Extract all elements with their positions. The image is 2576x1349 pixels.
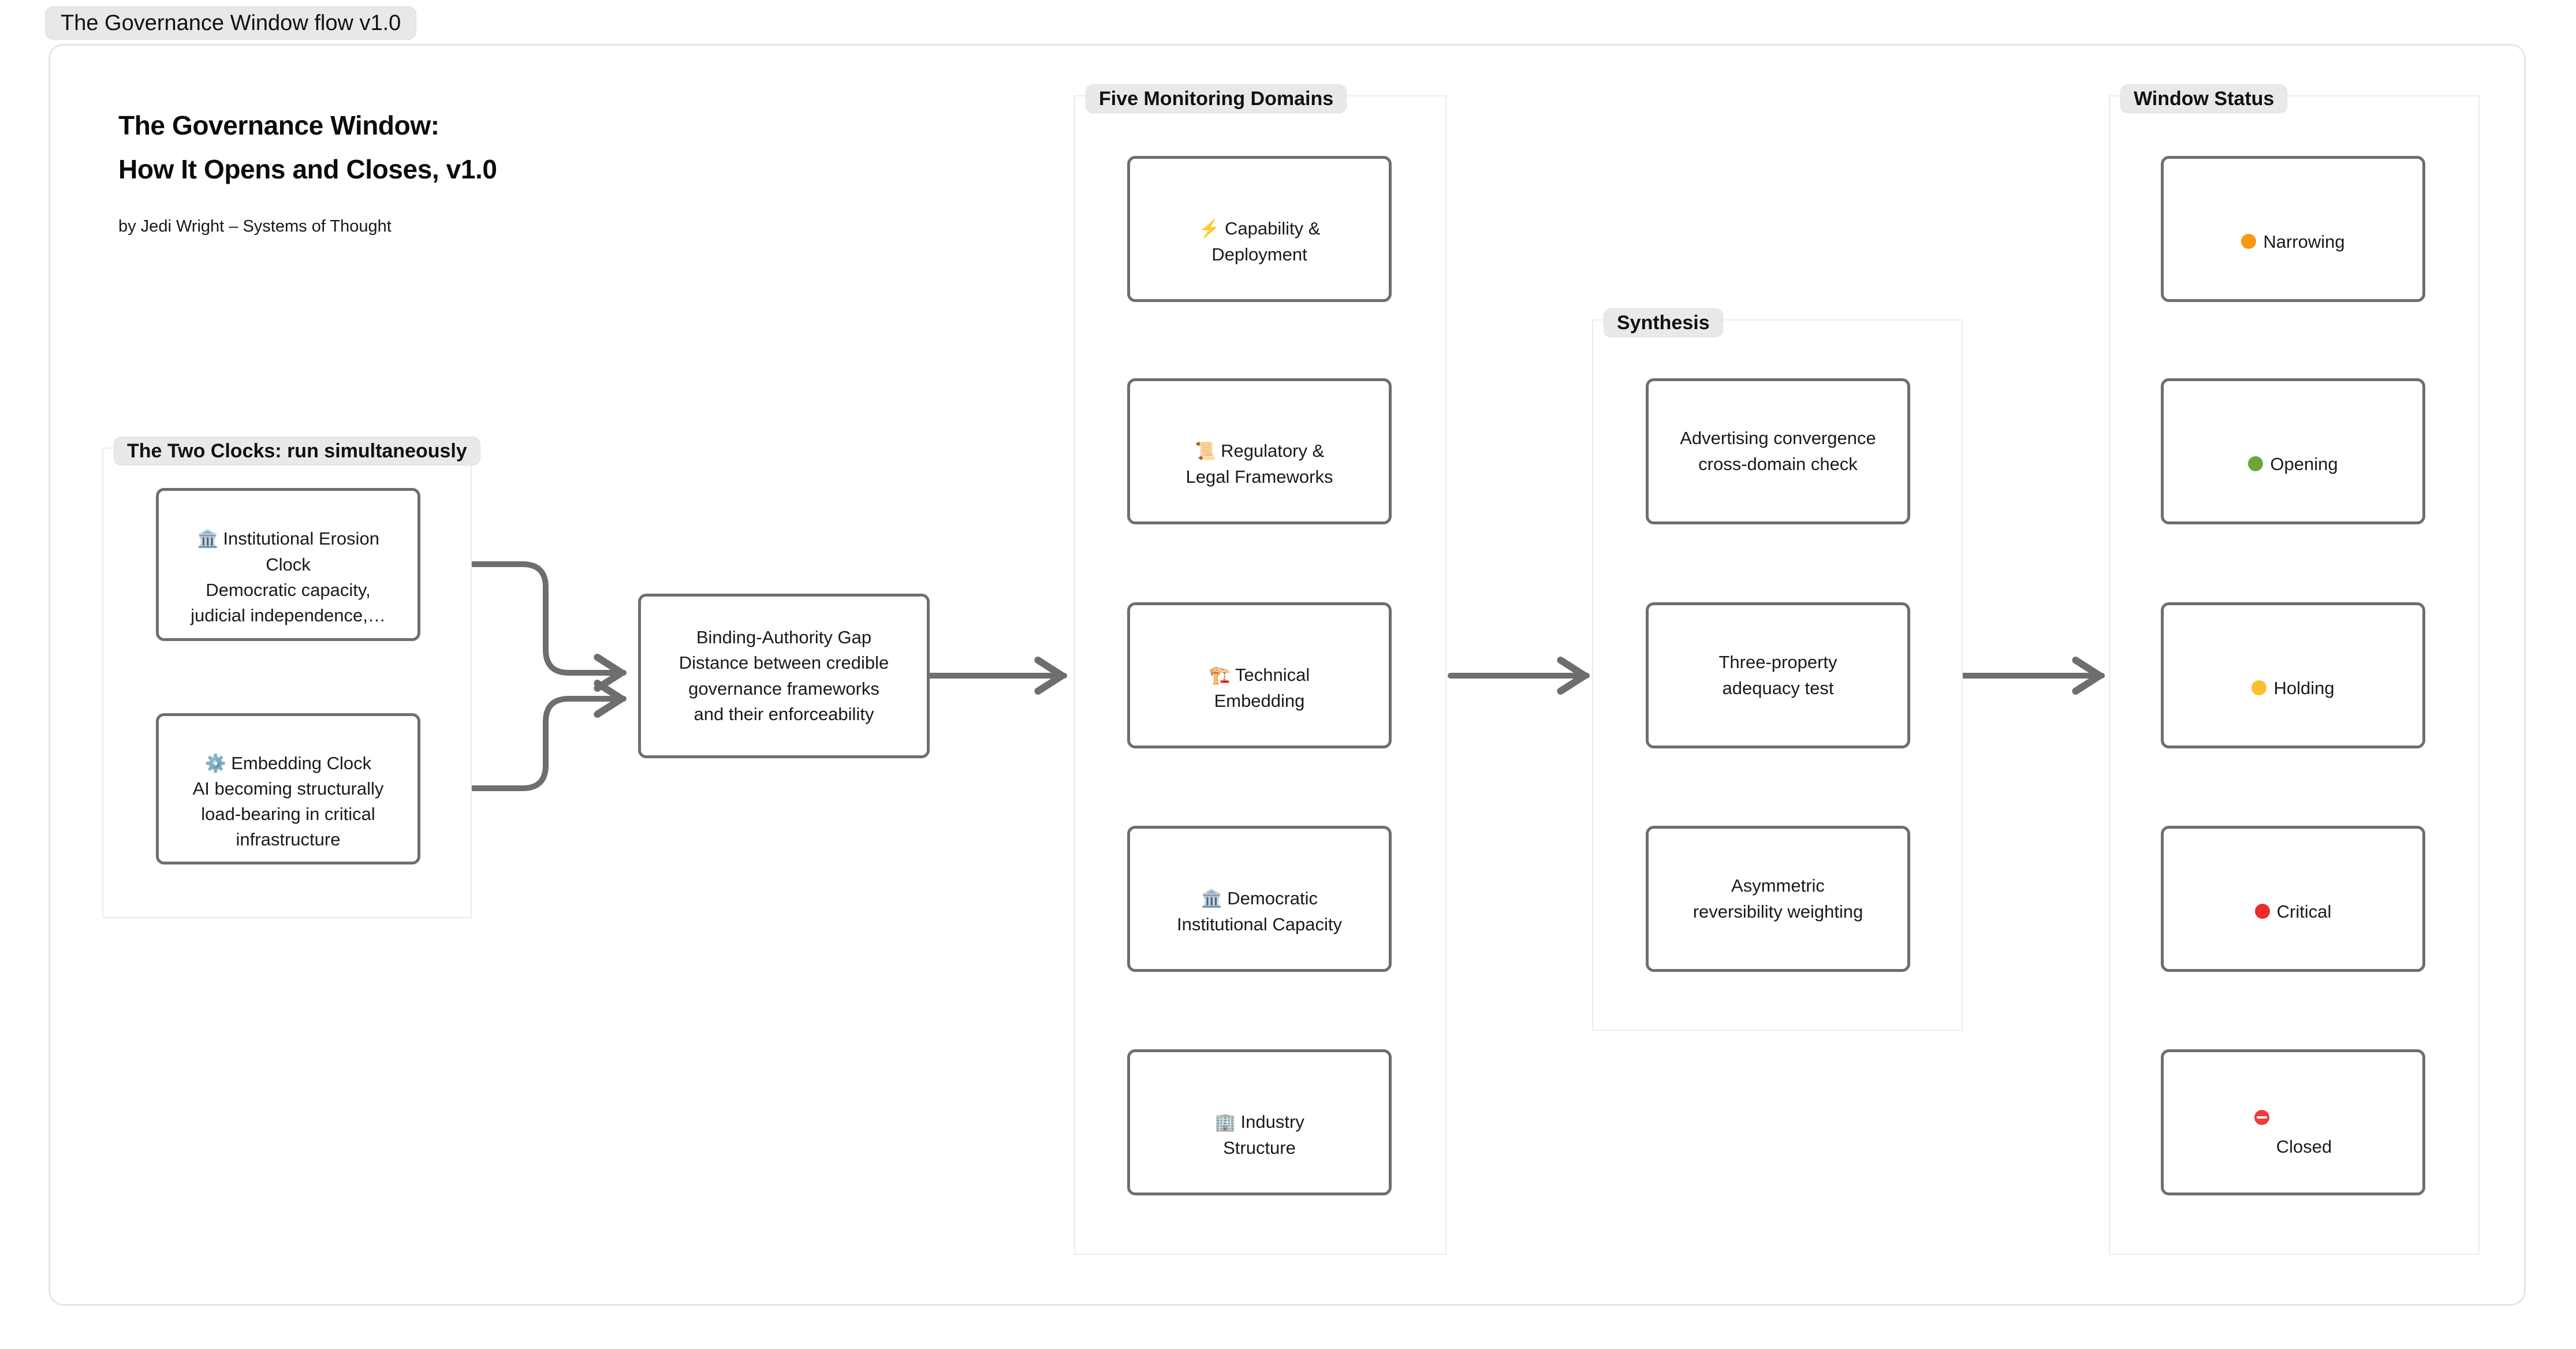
node-label: Three-property adequacy test xyxy=(1718,652,1837,698)
node-institutional-erosion-clock[interactable]: 🏛️Institutional Erosion Clock Democratic… xyxy=(156,488,420,641)
node-label: Holding xyxy=(2251,650,2335,700)
group-label-monitoring-domains: Five Monitoring Domains xyxy=(1086,84,1347,113)
group-label-two-clocks: The Two Clocks: run simultaneously xyxy=(114,437,480,465)
node-label: ⚡Capability & Deployment xyxy=(1198,218,1321,264)
node-label: ⚙️Embedding Clock AI becoming structural… xyxy=(192,752,384,850)
node-status-opening[interactable]: Opening xyxy=(2161,378,2425,524)
yellow-circle-icon xyxy=(2251,680,2267,695)
node-embedding-clock[interactable]: ⚙️Embedding Clock AI becoming structural… xyxy=(156,713,420,864)
page-title-line2: How It Opens and Closes, v1.0 xyxy=(118,154,497,184)
node-technical-embedding[interactable]: 🏗️Technical Embedding xyxy=(1127,602,1392,748)
node-status-holding[interactable]: Holding xyxy=(2161,602,2425,748)
node-status-closed[interactable]: Closed xyxy=(2161,1049,2425,1195)
node-label: Asymmetric reversibility weighting xyxy=(1693,875,1863,922)
red-circle-icon xyxy=(2254,903,2270,919)
node-democratic-institutional-capacity[interactable]: 🏛️Democratic Institutional Capacity xyxy=(1127,826,1392,972)
no-entry-icon xyxy=(2254,1110,2269,1126)
node-regulatory-legal-frameworks[interactable]: 📜Regulatory & Legal Frameworks xyxy=(1127,378,1392,524)
scroll-icon: 📜 xyxy=(1194,442,1217,461)
node-binding-authority-gap[interactable]: Binding-Authority Gap Distance between c… xyxy=(638,594,930,758)
node-label: Binding-Authority Gap Distance between c… xyxy=(679,627,889,724)
diagram-title-chip: The Governance Window flow v1.0 xyxy=(45,6,417,40)
page-title-block: The Governance Window: How It Opens and … xyxy=(118,110,497,236)
node-label: 🏢Industry Structure xyxy=(1214,1112,1304,1158)
node-label: 📜Regulatory & Legal Frameworks xyxy=(1186,441,1333,487)
node-status-narrowing[interactable]: Narrowing xyxy=(2161,156,2425,302)
node-label: Closed xyxy=(2254,1085,2332,1160)
green-circle-icon xyxy=(2248,456,2264,471)
gear-icon: ⚙️ xyxy=(204,754,227,773)
node-advertising-convergence[interactable]: Advertising convergence cross-domain che… xyxy=(1646,378,1910,524)
office-building-icon: 🏢 xyxy=(1214,1113,1236,1132)
lightning-bolt-icon: ⚡ xyxy=(1198,219,1220,239)
node-asymmetric-reversibility-weighting[interactable]: Asymmetric reversibility weighting xyxy=(1646,826,1910,972)
node-label: Narrowing xyxy=(2241,203,2345,254)
node-industry-structure[interactable]: 🏢Industry Structure xyxy=(1127,1049,1392,1195)
node-label: 🏗️Technical Embedding xyxy=(1209,665,1310,711)
node-label: Advertising convergence cross-domain che… xyxy=(1680,428,1876,474)
group-label-window-status: Window Status xyxy=(2120,84,2288,113)
node-capability-deployment[interactable]: ⚡Capability & Deployment xyxy=(1127,156,1392,302)
node-label: Critical xyxy=(2254,873,2331,924)
group-label-synthesis: Synthesis xyxy=(1604,308,1723,337)
construction-crane-icon: 🏗️ xyxy=(1209,666,1231,685)
node-label: Opening xyxy=(2248,426,2338,476)
node-label: 🏛️Democratic Institutional Capacity xyxy=(1176,888,1343,934)
node-label: 🏛️Institutional Erosion Clock Democratic… xyxy=(191,528,386,625)
page-title-line1: The Governance Window: xyxy=(118,110,439,140)
classical-building-icon: 🏛️ xyxy=(197,530,219,549)
node-status-critical[interactable]: Critical xyxy=(2161,826,2425,972)
classical-building-icon: 🏛️ xyxy=(1201,889,1223,909)
node-three-property-adequacy-test[interactable]: Three-property adequacy test xyxy=(1646,602,1910,748)
page-byline: by Jedi Wright – Systems of Thought xyxy=(118,217,392,236)
orange-circle-icon xyxy=(2241,233,2257,249)
